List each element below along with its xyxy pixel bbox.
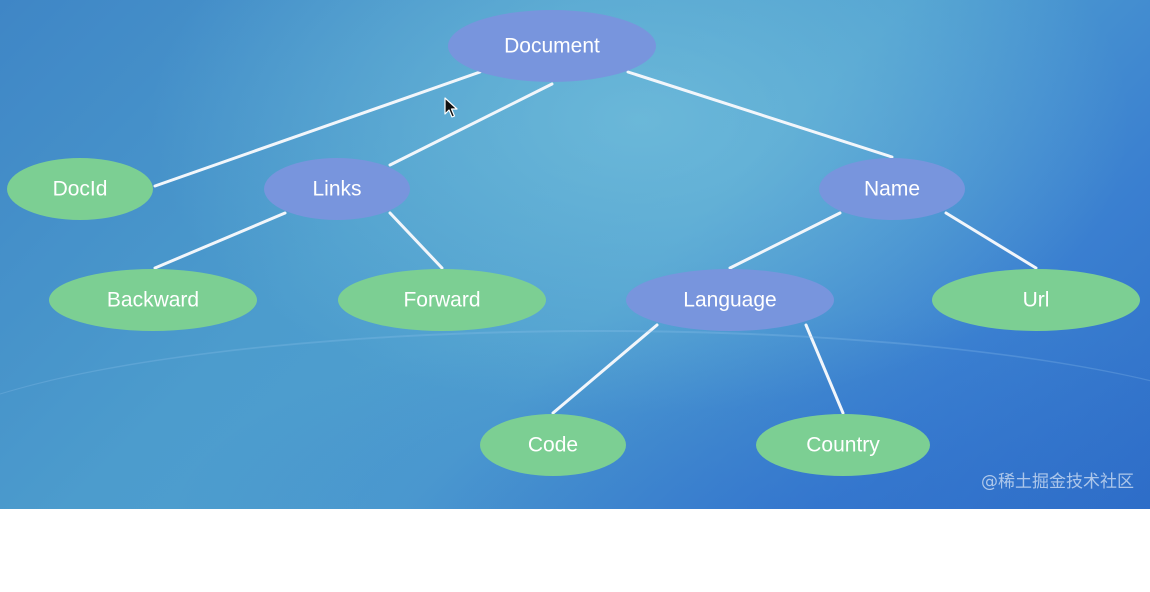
node-url-label: Url [1023, 289, 1050, 312]
watermark: @稀土掘金技术社区 [981, 472, 1134, 492]
node-code-label: Code [528, 434, 578, 457]
node-links-label: Links [312, 178, 361, 201]
edge-language-code [551, 323, 659, 415]
node-forward-shape [338, 269, 546, 331]
edge-links-forward [388, 211, 444, 270]
node-language: Language [626, 269, 834, 331]
node-country-shape [756, 414, 930, 476]
node-code: Code [480, 414, 626, 476]
node-docid-shape [7, 158, 153, 220]
node-backward-shape [49, 269, 257, 331]
edge-links-backward [153, 211, 287, 270]
node-backward-label: Backward [107, 289, 199, 312]
node-language-shape [626, 269, 834, 331]
node-name-label: Name [864, 178, 920, 201]
edge-name-language [728, 211, 842, 270]
node-url-shape [932, 269, 1140, 331]
edge-document-name [626, 70, 894, 159]
edge-document-links [388, 82, 554, 167]
node-document-shape [448, 10, 656, 82]
node-forward-label: Forward [403, 289, 480, 312]
node-name: Name [819, 158, 965, 220]
edge-language-country [804, 323, 845, 415]
node-forward: Forward [338, 269, 546, 331]
node-language-label: Language [683, 289, 776, 312]
node-country-label: Country [806, 434, 880, 457]
edge-name-url [944, 211, 1038, 270]
node-code-shape [480, 414, 626, 476]
node-url: Url [932, 269, 1140, 331]
node-backward: Backward [49, 269, 257, 331]
edges-layer [153, 70, 1038, 415]
node-name-shape [819, 158, 965, 220]
node-docid: DocId [7, 158, 153, 220]
edge-document-docid [153, 70, 482, 188]
node-document-label: Document [504, 35, 600, 58]
node-country: Country [756, 414, 930, 476]
node-docid-label: DocId [53, 178, 108, 201]
mouse-cursor-icon [444, 97, 458, 118]
node-links-shape [264, 158, 410, 220]
node-links: Links [264, 158, 410, 220]
node-document: Document [448, 10, 656, 82]
